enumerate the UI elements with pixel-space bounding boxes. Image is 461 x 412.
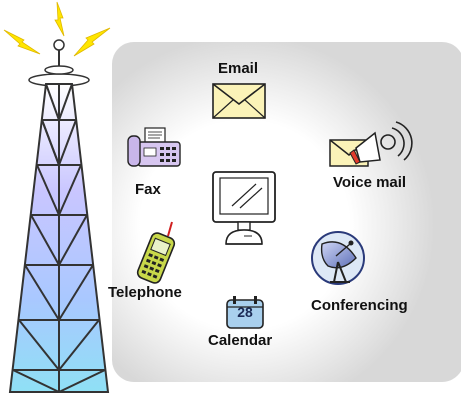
- telephone-label: Telephone: [108, 284, 182, 301]
- mobile-phone-icon: [136, 221, 176, 284]
- radio-tower-icon: [3, 1, 111, 393]
- calendar-icon: [226, 296, 264, 329]
- conferencing-label: Conferencing: [311, 297, 408, 314]
- calendar-day-number: 28: [237, 304, 253, 320]
- background-panel: [112, 42, 461, 382]
- calendar-label: Calendar: [208, 332, 273, 349]
- computer-icon: [212, 171, 276, 245]
- fax-machine-icon: [127, 127, 181, 167]
- voice-mail-icon: [329, 121, 413, 167]
- voice-mail-label: Voice mail: [333, 174, 407, 191]
- satellite-dish-icon: [311, 231, 365, 285]
- email-label: Email: [218, 60, 259, 77]
- fax-label: Fax: [135, 181, 161, 198]
- email-icon: [212, 83, 266, 119]
- signal-icon: [3, 1, 111, 57]
